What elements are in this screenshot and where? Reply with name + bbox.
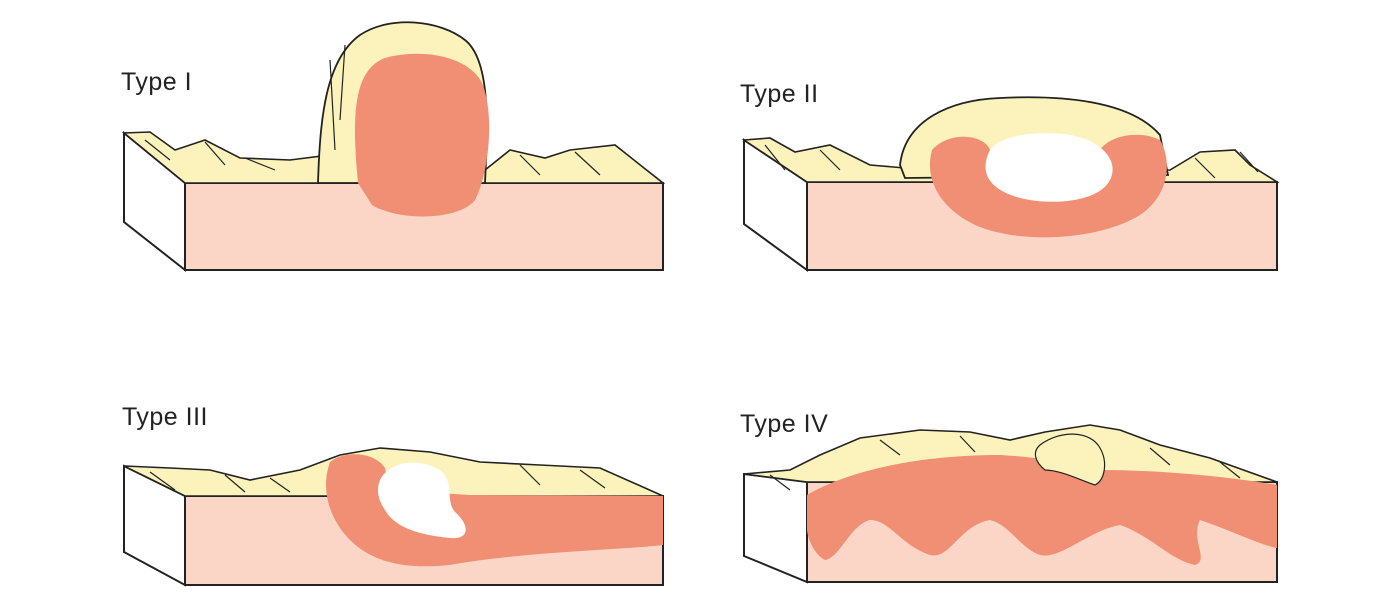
type-4-block-side	[743, 472, 808, 584]
type-3-label: Type III	[122, 403, 208, 431]
type-2-label: Type II	[740, 80, 819, 108]
type-1-label: Type I	[121, 68, 193, 96]
type-4-surface-detail	[769, 435, 1241, 491]
type-2-ring-hole	[985, 133, 1113, 202]
type-3-film-pocket	[377, 462, 466, 539]
type-1-surface-detail	[144, 44, 601, 176]
panel-type-4-illustration	[743, 424, 1278, 584]
type-2-surface-detail	[764, 144, 1259, 179]
type-3-surface-detail	[149, 464, 606, 493]
panel-type-1-illustration	[121, 21, 666, 273]
type-4-grown-layer	[807, 455, 1277, 565]
panel-type-3-illustration	[123, 447, 664, 587]
type-4-label: Type IV	[740, 410, 829, 438]
type-3-grain-core	[326, 454, 663, 567]
type-1-grain-core	[354, 53, 490, 217]
type-4-film-pocket	[1034, 433, 1106, 486]
panel-type-2-illustration	[741, 96, 1280, 272]
type-4-surface-film	[743, 424, 1278, 483]
